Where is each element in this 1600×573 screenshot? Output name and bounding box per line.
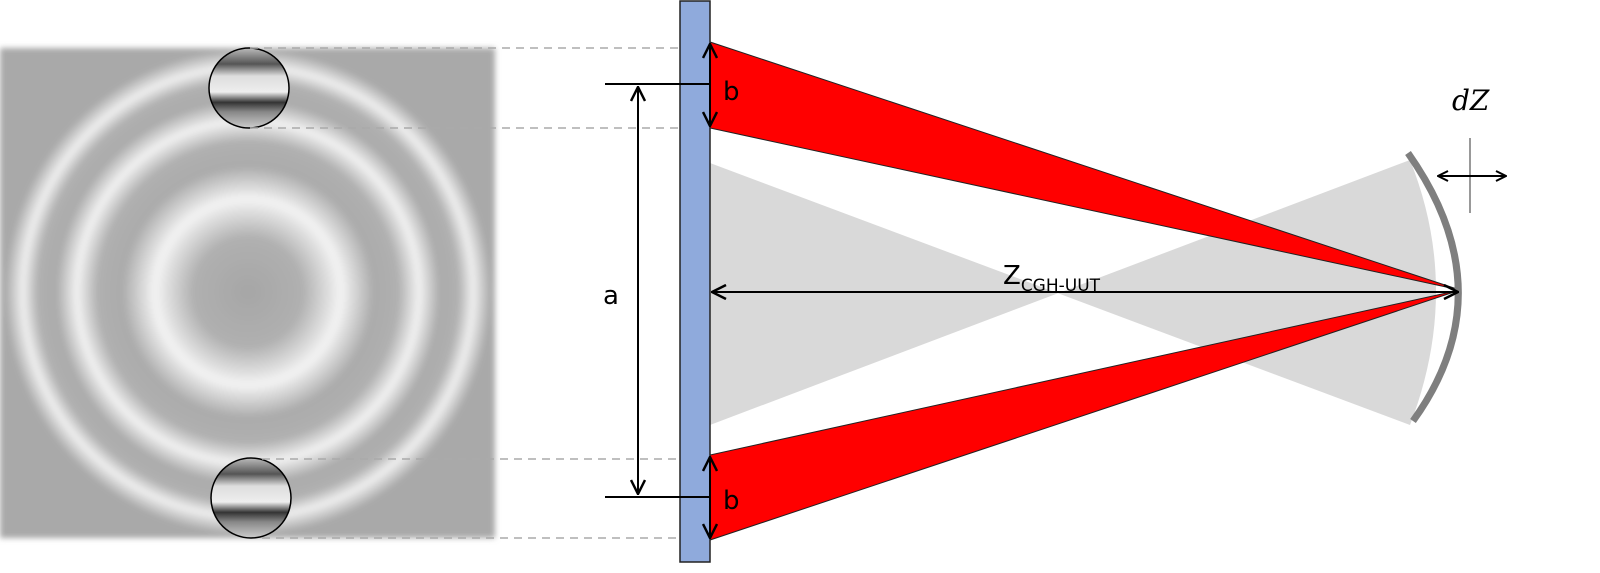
- label-a: a: [603, 281, 619, 311]
- fringe-spot-top: [208, 47, 290, 129]
- dimension-a: [605, 83, 710, 498]
- cgh-plate: [679, 0, 711, 563]
- label-z: Z: [1003, 261, 1021, 291]
- interferogram: [0, 48, 495, 538]
- label-b-bottom: b: [723, 486, 740, 516]
- label-z-cgh-uut: ZCGH-UUT: [1003, 261, 1101, 296]
- label-dz: dZ: [1452, 84, 1490, 117]
- label-b-top: b: [723, 77, 740, 107]
- fringe-spot-bottom: [210, 457, 292, 539]
- label-z-subscript: CGH-UUT: [1021, 276, 1101, 296]
